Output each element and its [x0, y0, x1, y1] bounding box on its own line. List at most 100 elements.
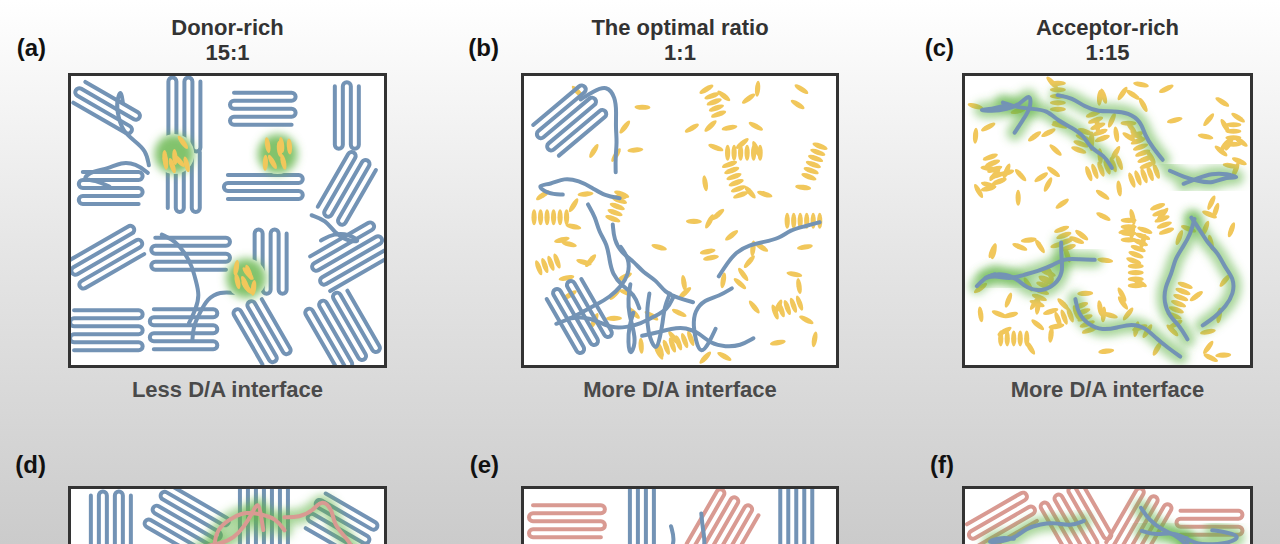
acceptor-molecule — [671, 307, 688, 318]
acceptor-molecule — [176, 134, 190, 150]
acceptor-molecule — [239, 275, 250, 292]
acceptor-molecule — [1002, 311, 1019, 320]
polymer-chain — [556, 247, 628, 324]
acceptor-molecule — [798, 314, 815, 326]
chain-layer — [977, 95, 1236, 356]
acceptor-molecule — [703, 213, 715, 230]
panel-frame: Donor-rich15:1(a)Less D/A interface — [68, 73, 387, 368]
acceptor-molecule — [1048, 143, 1063, 158]
acceptor-molecule — [1027, 130, 1043, 144]
lamellar-chain — [232, 296, 292, 365]
acceptor-molecule — [1225, 129, 1241, 134]
chain-layer — [990, 508, 1237, 544]
panel-frame: (e) — [521, 486, 839, 544]
acceptor-molecule — [567, 197, 580, 213]
polymer-chain — [719, 222, 820, 276]
acceptor-molecule — [732, 190, 749, 200]
panel-letter: (a) — [17, 34, 46, 62]
domain-clear — [154, 134, 194, 174]
polymer-chain — [85, 163, 148, 187]
lamellar-chain — [530, 84, 608, 158]
acceptor-molecule — [770, 304, 780, 321]
acceptor-molecule — [1046, 165, 1062, 179]
acceptor-molecule — [751, 145, 756, 161]
acceptor-molecule — [1125, 88, 1141, 101]
interface-glow — [1170, 171, 1236, 184]
acceptor-molecule — [1116, 85, 1129, 101]
ratio-label: 1:1 — [444, 40, 916, 65]
acceptor-molecule — [1047, 327, 1054, 343]
panel-frame: The optimal ratio1:1(b)More D/A interfac… — [521, 73, 839, 368]
acceptor-molecule — [1042, 176, 1054, 193]
chain-layer — [530, 84, 820, 355]
acceptor-molecule — [791, 213, 796, 229]
morphology-illustration — [524, 489, 836, 544]
acceptor-molecule — [1128, 277, 1144, 282]
acceptor-molecule — [1197, 132, 1214, 140]
acceptor-molecule — [627, 147, 643, 154]
panel-title: Donor-rich — [0, 15, 464, 40]
acceptor-molecule — [1214, 95, 1230, 108]
background-layer — [967, 76, 1249, 364]
morphology-illustration — [965, 489, 1250, 544]
acceptor-molecule — [587, 143, 600, 159]
acceptor-molecule — [279, 153, 288, 170]
polymer-chain — [1170, 171, 1236, 184]
lamellar-chain — [307, 221, 384, 293]
polymer-chain — [162, 235, 199, 323]
polymer-chain — [1058, 95, 1163, 160]
polymer-chain — [701, 513, 704, 544]
acceptor-molecule — [1033, 171, 1049, 184]
chain-layer — [176, 503, 367, 544]
polymer-chain — [613, 225, 693, 303]
acceptor-molecule — [1116, 295, 1130, 311]
acceptor-molecule — [990, 243, 998, 260]
acceptor-molecule — [1226, 221, 1236, 238]
acceptor-molecule — [701, 175, 709, 192]
acceptor-molecule — [801, 172, 818, 182]
acceptor-molecule — [1030, 318, 1046, 332]
panel-caption: Less D/A interface — [0, 377, 464, 403]
lamellar-chain — [335, 82, 359, 149]
lamellar-chain — [304, 287, 381, 365]
acceptor-molecule — [1128, 270, 1144, 275]
lamellar-chain — [529, 505, 605, 537]
acceptor-molecule — [699, 248, 716, 256]
acceptor-molecule — [745, 145, 750, 161]
lamellar-chain — [71, 80, 141, 135]
acceptor-molecule — [703, 119, 718, 134]
panel-caption: More D/A interface — [444, 377, 916, 403]
acceptor-molecule — [1011, 330, 1016, 346]
acceptor-molecule — [686, 219, 702, 225]
domain-clear — [258, 134, 298, 174]
polymer-chain — [1191, 218, 1233, 326]
acceptor-molecule — [710, 109, 727, 119]
acceptor-molecule — [1127, 172, 1137, 189]
polymer-chain — [647, 293, 670, 346]
background-layer — [71, 489, 379, 544]
glow-layer — [977, 95, 1236, 356]
acceptor-molecule — [980, 121, 997, 133]
acceptor-molecule — [793, 83, 809, 96]
interface-glow — [226, 258, 266, 298]
acceptor-molecule — [721, 124, 738, 132]
acceptor-molecule — [698, 350, 713, 365]
acceptor-molecule — [576, 258, 593, 267]
interface-glow — [990, 521, 1084, 542]
acceptor-molecule — [1098, 348, 1115, 355]
morphology-illustration — [524, 76, 836, 365]
interface-glow — [1142, 530, 1237, 544]
acceptor-molecule — [577, 191, 593, 198]
acceptor-molecule — [785, 213, 790, 229]
acceptor-molecule — [1225, 122, 1241, 127]
acceptor-molecule — [534, 259, 544, 276]
acceptor-molecule — [795, 184, 812, 191]
glow-layer — [990, 508, 1237, 544]
acceptor-molecule — [606, 316, 622, 321]
polymer-chain — [284, 503, 366, 544]
interface-glow — [1141, 508, 1237, 544]
polymer-chain — [215, 513, 285, 544]
polymer-chain — [1003, 103, 1112, 168]
chain-layer — [612, 513, 705, 544]
panel-frame: (f) — [962, 486, 1253, 544]
